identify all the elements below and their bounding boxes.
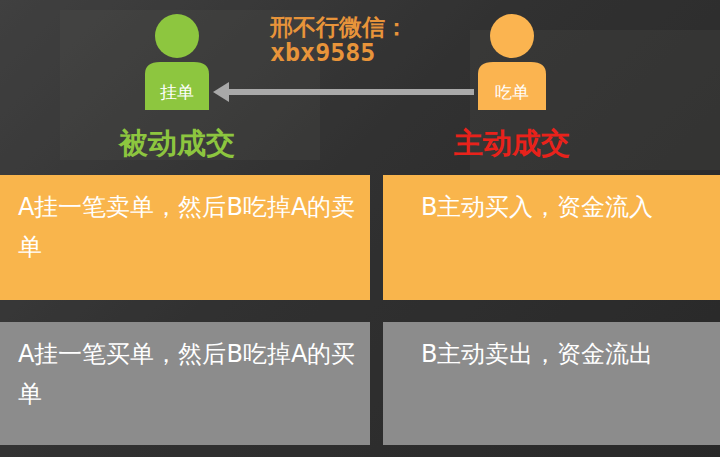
order-role-box: 吃单主动成交 xyxy=(478,74,546,110)
description-panel: B主动买入，资金流入 xyxy=(383,175,720,300)
person-head xyxy=(490,14,534,58)
description-panel: B主动卖出，资金流出 xyxy=(383,322,720,445)
role-heading: 被动成交 xyxy=(119,124,235,164)
panel-text: B主动买入，资金流入 xyxy=(421,187,706,227)
panel-text: A挂一笔卖单，然后B吃掉A的卖单 xyxy=(18,187,356,267)
watermark-id: xbx9585 xyxy=(270,38,375,67)
description-panel: A挂一笔买单，然后B吃掉A的买单 xyxy=(0,322,370,445)
panel-text: B主动卖出，资金流出 xyxy=(421,334,706,374)
order-role-box: 挂单被动成交 xyxy=(145,74,209,110)
role-name: 吃单 xyxy=(495,81,529,104)
flow-arrow xyxy=(213,82,474,102)
arrow-line xyxy=(227,89,474,95)
role-name: 挂单 xyxy=(160,81,194,104)
arrow-head xyxy=(213,82,229,102)
role-heading: 主动成交 xyxy=(454,124,570,164)
description-panel: A挂一笔卖单，然后B吃掉A的卖单 xyxy=(0,175,370,300)
person-head xyxy=(155,14,199,58)
panel-text: A挂一笔买单，然后B吃掉A的买单 xyxy=(18,334,356,414)
